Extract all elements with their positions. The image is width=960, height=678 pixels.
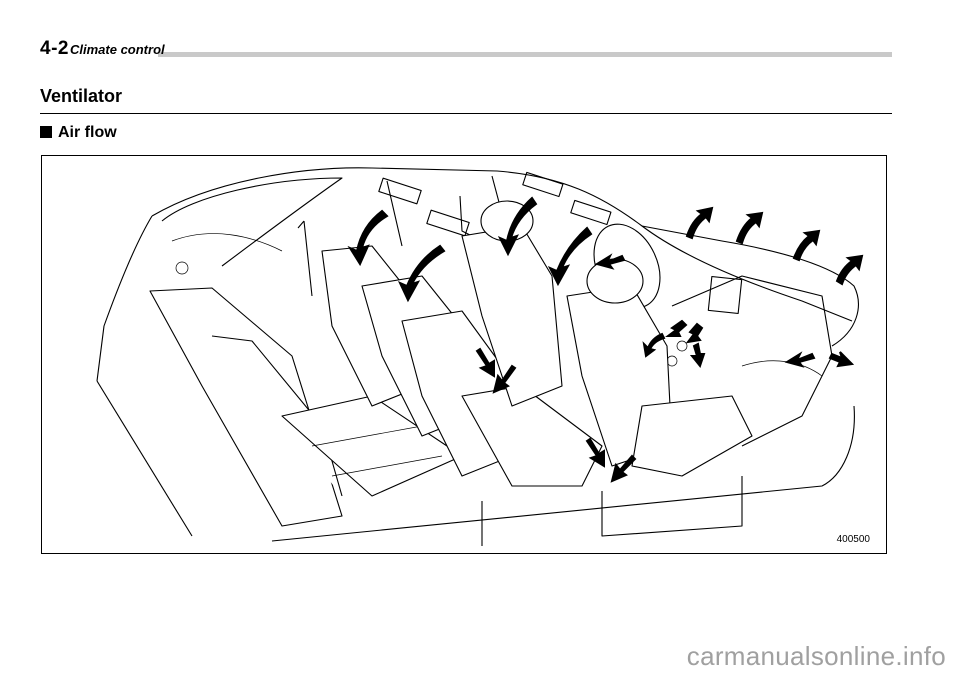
section-title: Ventilator bbox=[40, 86, 892, 114]
trim-line bbox=[171, 233, 283, 252]
center-display bbox=[707, 275, 743, 315]
control-knob bbox=[666, 355, 678, 367]
subsection-title: Air flow bbox=[40, 124, 117, 142]
chapter-name: Climate control bbox=[70, 42, 165, 57]
airflow-arrows bbox=[347, 196, 864, 483]
body-rear-edge bbox=[96, 380, 193, 537]
roof-outline bbox=[151, 167, 859, 347]
driver-headrest bbox=[586, 258, 644, 304]
header-rule bbox=[158, 52, 892, 57]
control-knob bbox=[676, 340, 688, 352]
dashboard-top bbox=[641, 225, 853, 322]
square-bullet-icon bbox=[40, 126, 52, 138]
rear-bench-seat bbox=[149, 287, 343, 527]
airflow-illustration: 400500 bbox=[41, 155, 887, 554]
trim-dot bbox=[175, 261, 189, 275]
seat-belt-rear bbox=[297, 220, 313, 297]
dashboard-panel bbox=[671, 275, 833, 447]
subsection-title-text: Air flow bbox=[58, 124, 117, 141]
figure-code: 400500 bbox=[836, 534, 870, 545]
rear-window bbox=[161, 177, 343, 267]
roof-vents bbox=[378, 171, 612, 237]
floor-sill bbox=[481, 476, 743, 546]
dash-trim bbox=[741, 360, 823, 377]
driver-seat-cushion bbox=[631, 395, 753, 477]
watermark-link[interactable]: carmanualsonline.info bbox=[686, 641, 946, 671]
page-header: 4-2 Climate control bbox=[40, 38, 892, 62]
seat-belt-front bbox=[459, 195, 473, 237]
floor-edge bbox=[271, 405, 855, 542]
rear-pillar bbox=[96, 215, 153, 382]
car-interior-drawing bbox=[96, 167, 864, 546]
cushion-seam bbox=[311, 425, 443, 477]
page-number: 4-2 bbox=[40, 38, 69, 59]
